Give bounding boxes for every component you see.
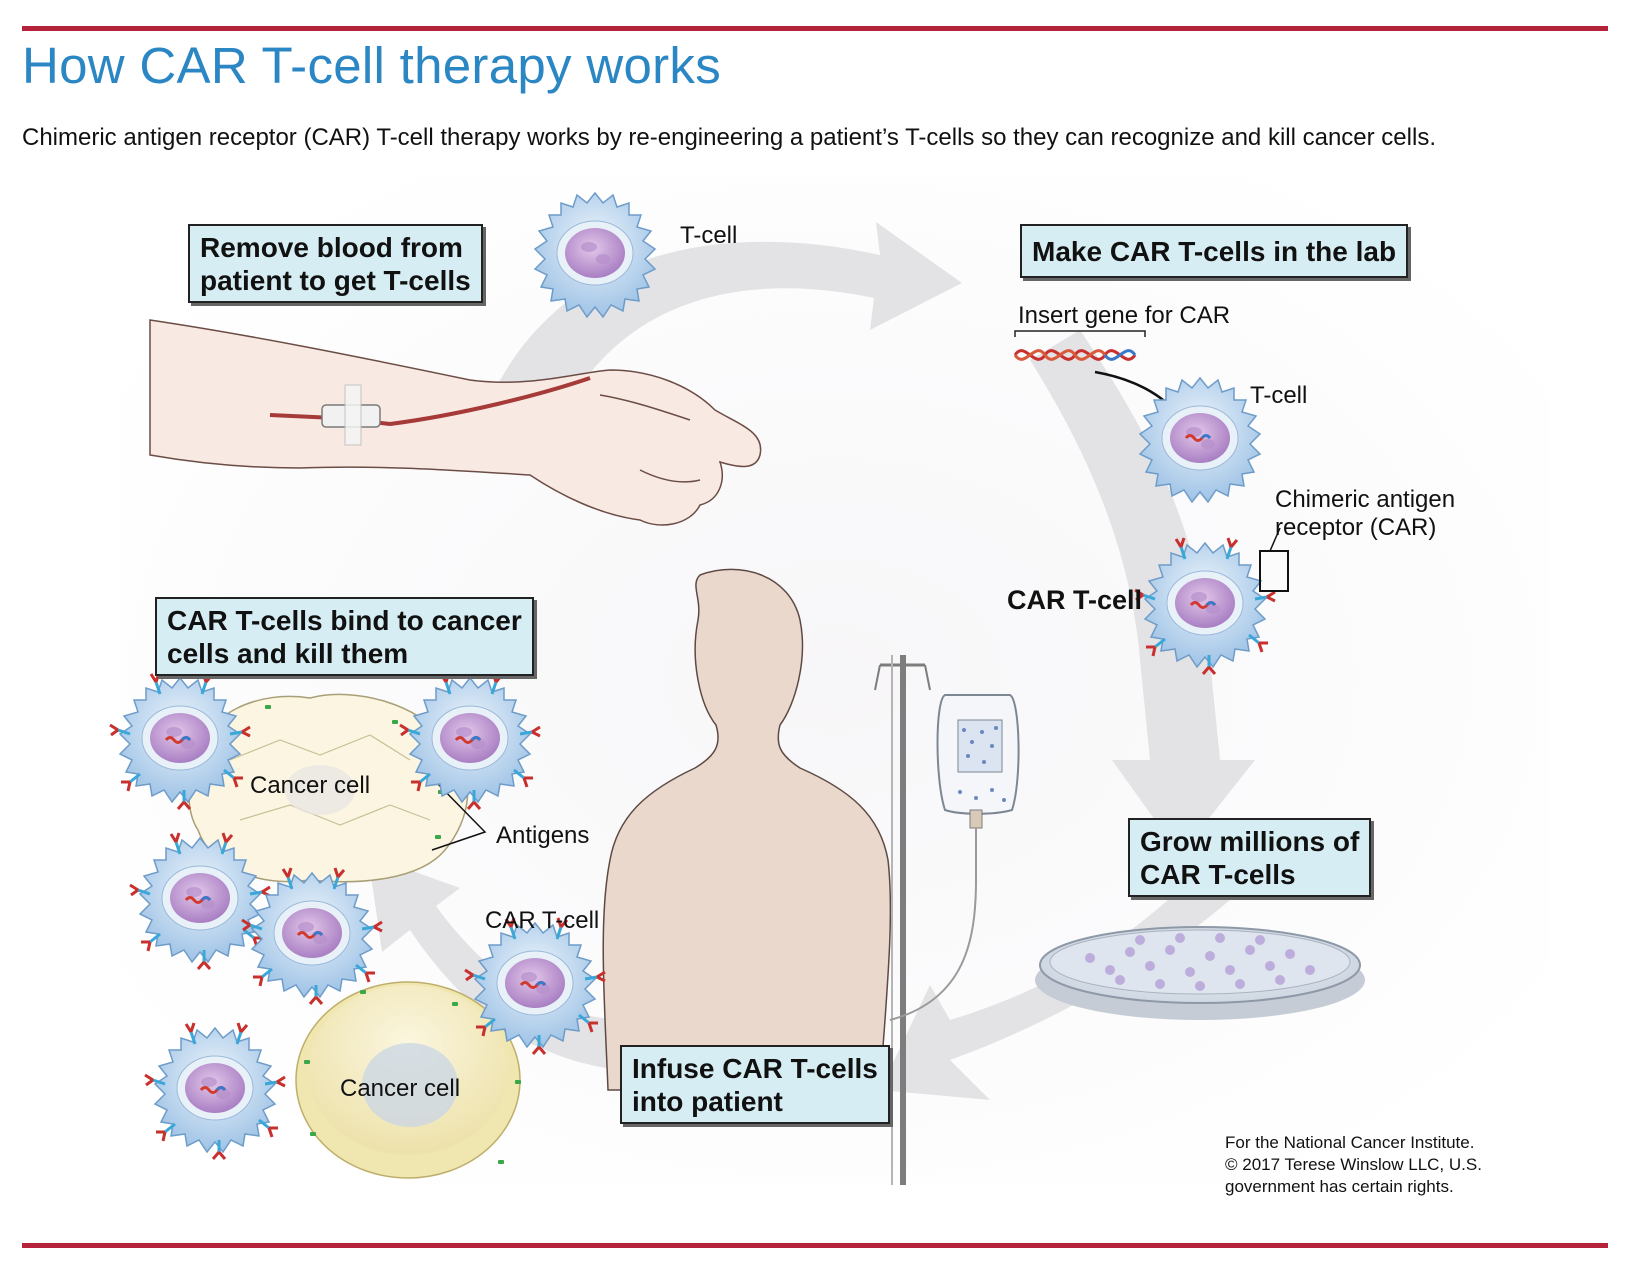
step-infuse: Infuse CAR T-cells into patient — [620, 1045, 890, 1124]
credit-line-1: For the National Cancer Institute. — [1225, 1133, 1475, 1152]
step-make-cells-line-1: Make CAR T-cells in the lab — [1032, 236, 1397, 267]
step-remove-blood: Remove blood from patient to get T-cells — [188, 224, 483, 303]
credit-line-3: government has certain rights. — [1225, 1177, 1454, 1196]
t-cell-label-lab: T-cell — [1250, 382, 1308, 409]
insert-gene-label: Insert gene for CAR — [1018, 302, 1231, 329]
catheter — [269, 376, 591, 446]
car-callout-box — [1259, 550, 1289, 592]
cancer-cell-label-lower: Cancer cell — [340, 1075, 461, 1102]
image-credit: For the National Cancer Institute. © 201… — [1225, 1132, 1482, 1198]
t-cell-label-top: T-cell — [680, 222, 738, 249]
iv-stand — [874, 655, 931, 1185]
t-cell-lab — [1139, 377, 1261, 503]
cancer-cell-lower — [295, 981, 521, 1179]
step-bind-kill: CAR T-cells bind to cancer cells and kil… — [155, 597, 534, 676]
antigens-label: Antigens — [496, 822, 590, 849]
credit-line-2: © 2017 Terese Winslow LLC, U.S. — [1225, 1155, 1482, 1174]
bottom-rule — [22, 1243, 1608, 1248]
petri-dish — [1035, 926, 1365, 1020]
step-grow-cells-line-1: Grow millions of — [1140, 826, 1360, 857]
arm-illustration — [149, 319, 762, 526]
step-make-cells: Make CAR T-cells in the lab — [1020, 224, 1409, 278]
iv-bag — [889, 694, 1020, 1021]
top-rule — [22, 26, 1608, 31]
page-title: How CAR T-cell therapy works — [22, 37, 721, 94]
step-remove-blood-line-2: patient to get T-cells — [200, 265, 471, 296]
step-infuse-line-2: into patient — [632, 1086, 783, 1117]
antigen-pointer-lines — [431, 779, 487, 851]
page-subtitle: Chimeric antigen receptor (CAR) T-cell t… — [22, 124, 1436, 151]
step-grow-cells-line-2: CAR T-cells — [1140, 859, 1296, 890]
step-remove-blood-line-1: Remove blood from — [200, 232, 463, 263]
step-bind-kill-line-1: CAR T-cells bind to cancer — [167, 605, 522, 636]
car-receptor-label: Chimeric antigen receptor (CAR) — [1275, 486, 1455, 542]
car-t-cell-label-attack: CAR T-cell — [485, 907, 600, 934]
dna-strand — [1013, 330, 1146, 361]
step-bind-kill-line-2: cells and kill them — [167, 638, 409, 669]
step-infuse-line-1: Infuse CAR T-cells — [632, 1053, 878, 1084]
car-receptor-label-line-1: Chimeric antigen — [1275, 486, 1456, 513]
car-t-cell-label-lab: CAR T-cell — [1007, 585, 1143, 615]
cancer-cell-label-upper: Cancer cell — [250, 772, 371, 799]
step-grow-cells: Grow millions of CAR T-cells — [1128, 818, 1372, 897]
car-receptor-label-line-2: receptor (CAR) — [1275, 514, 1437, 541]
